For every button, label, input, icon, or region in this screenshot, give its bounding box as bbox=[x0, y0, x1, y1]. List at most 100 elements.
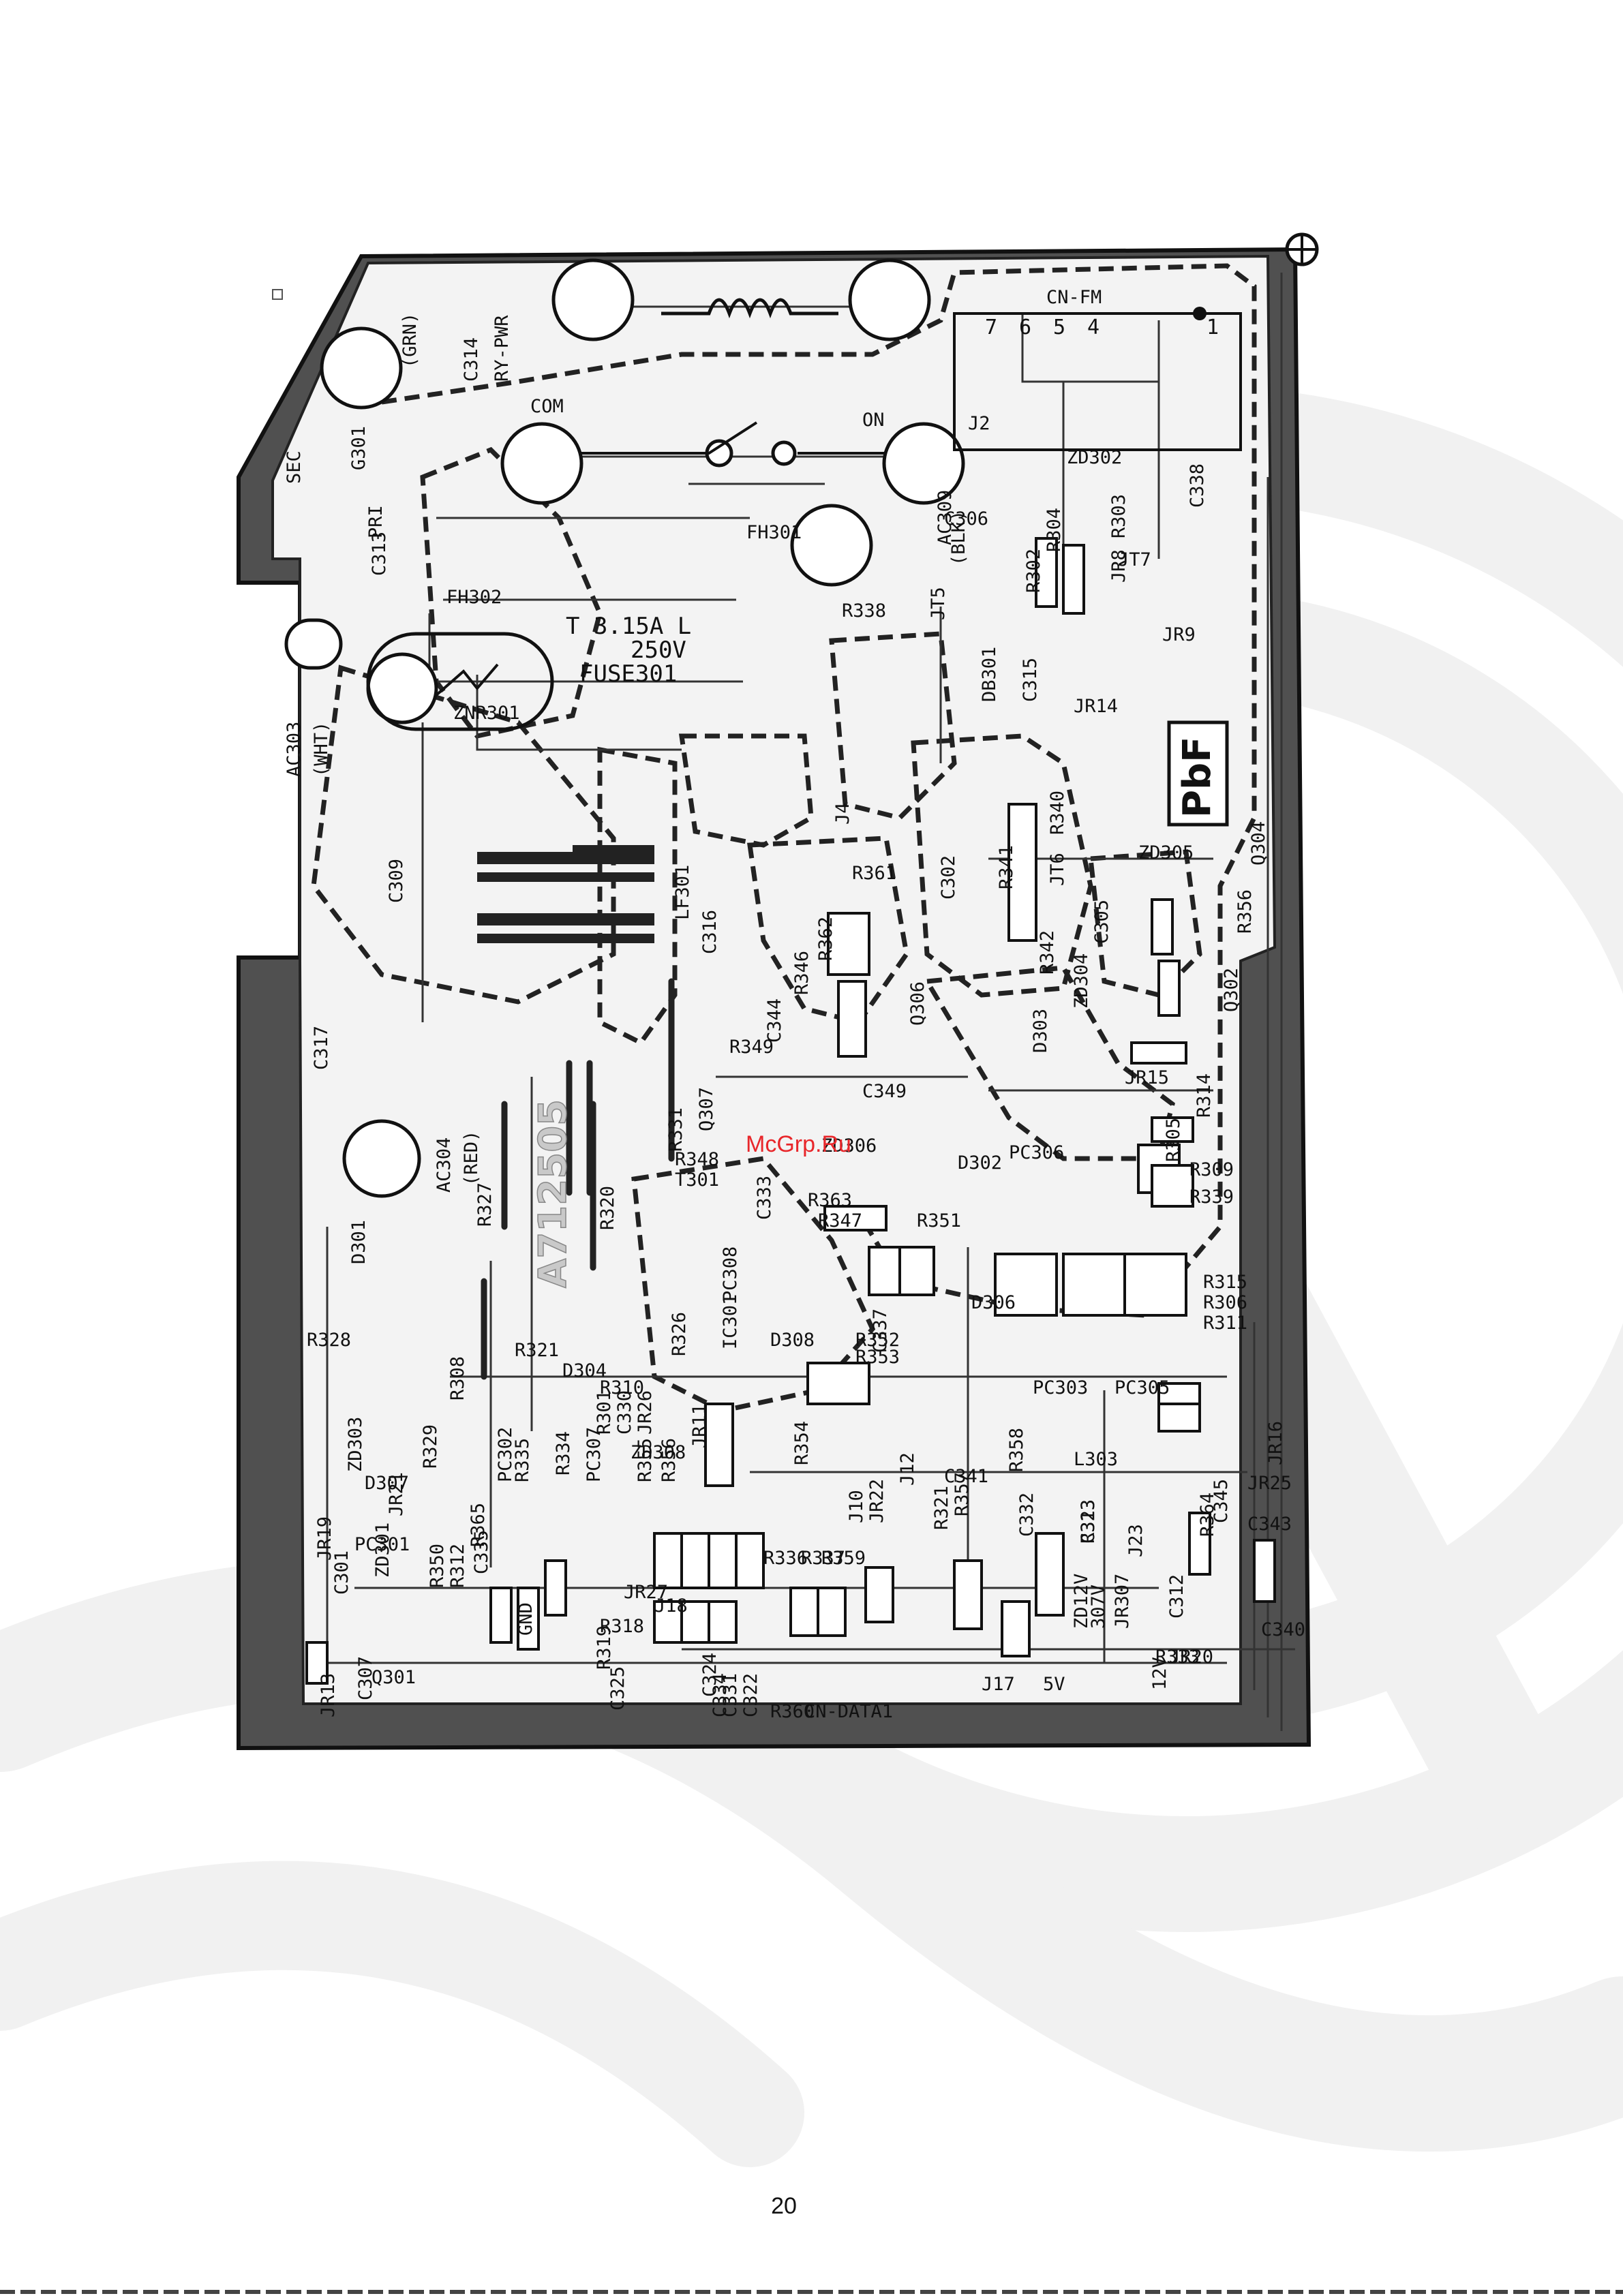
silkscreen-label: ZD308 bbox=[631, 1442, 686, 1463]
silkscreen-label: R338 bbox=[842, 600, 886, 622]
silkscreen-label: ZD12V bbox=[1071, 1574, 1092, 1629]
component-pad bbox=[708, 1532, 738, 1589]
silkscreen-label: AC309 bbox=[935, 490, 956, 545]
silkscreen-label: R328 bbox=[307, 1330, 351, 1351]
silkscreen-label: R315 bbox=[1203, 1272, 1247, 1293]
silkscreen-label: R334 bbox=[553, 1431, 574, 1475]
silkscreen-label: R351 bbox=[917, 1210, 961, 1231]
silkscreen-label: C335 bbox=[471, 1530, 492, 1574]
silkscreen-label: R310 bbox=[600, 1377, 644, 1398]
silkscreen-label: PC301 bbox=[354, 1534, 410, 1555]
silkscreen-label: CN-DATA1 bbox=[804, 1701, 893, 1722]
component-pad bbox=[1035, 537, 1058, 608]
silkscreen-label: R355 bbox=[635, 1438, 656, 1482]
silkscreen-label: R309 bbox=[1189, 1159, 1234, 1180]
component-pad bbox=[1035, 1532, 1065, 1617]
silkscreen-label: C340 bbox=[1261, 1619, 1305, 1640]
silkscreen-label: C330 bbox=[614, 1390, 635, 1435]
component-pad bbox=[1123, 1253, 1187, 1317]
silkscreen-label: JR25 bbox=[1247, 1473, 1292, 1494]
silkscreen-label: R339 bbox=[1189, 1187, 1234, 1208]
component-pad bbox=[1151, 1116, 1194, 1143]
silkscreen-label: R305 bbox=[1163, 1118, 1184, 1162]
silkscreen-label: C313 bbox=[369, 532, 390, 576]
svg-text:250V: 250V bbox=[631, 637, 686, 664]
silkscreen-label: (BLK) bbox=[948, 510, 969, 566]
silkscreen-label: JT6 bbox=[1047, 853, 1068, 886]
silkscreen-label: J10 bbox=[846, 1490, 867, 1523]
site-watermark-text: McGrp.Ru bbox=[746, 1131, 851, 1157]
component-pad bbox=[1062, 1253, 1126, 1317]
silkscreen-label: ZD303 bbox=[345, 1417, 366, 1472]
silkscreen-label: C316 bbox=[699, 910, 721, 954]
silkscreen-label: R336 bbox=[763, 1548, 808, 1569]
silkscreen-label: R360 bbox=[770, 1701, 815, 1722]
component-pad bbox=[1253, 1539, 1276, 1603]
silkscreen-label: R303 bbox=[1108, 494, 1129, 538]
svg-text:1: 1 bbox=[1207, 316, 1219, 339]
silkscreen-label: J2 bbox=[968, 413, 990, 434]
silkscreen-label: JR14 bbox=[1074, 696, 1118, 717]
silkscreen-label: R313 bbox=[1078, 1499, 1099, 1544]
silkscreen-label: JT7 bbox=[1118, 549, 1151, 570]
component-pad bbox=[305, 1641, 329, 1685]
silkscreen-label: Q306 bbox=[907, 981, 928, 1026]
silkscreen-label: Q302 bbox=[1221, 968, 1242, 1012]
silkscreen-label: C323 bbox=[1078, 1499, 1099, 1544]
bottom-dashed-rule bbox=[0, 2290, 1623, 2294]
silkscreen-label: C309 bbox=[386, 859, 407, 903]
silkscreen-label: C306 bbox=[944, 508, 988, 530]
silkscreen-label: C317 bbox=[311, 1026, 332, 1070]
silkscreen-label: R363 bbox=[808, 1190, 852, 1211]
silkscreen-label: PC308 bbox=[720, 1246, 741, 1302]
silkscreen-label: PC302 bbox=[495, 1427, 516, 1482]
svg-text:T 3.15A L: T 3.15A L bbox=[566, 613, 691, 640]
silkscreen-label: R350 bbox=[427, 1544, 448, 1588]
silkscreen-label: JR20 bbox=[1169, 1647, 1213, 1668]
component-pad bbox=[1151, 898, 1174, 955]
silkscreen-label: C302 bbox=[938, 855, 959, 900]
silkscreen-label: PC307 bbox=[583, 1427, 605, 1482]
silkscreen-label: R308 bbox=[447, 1356, 468, 1400]
silkscreen-label: R358 bbox=[1006, 1428, 1027, 1472]
pbf-mark-box bbox=[1167, 720, 1229, 827]
fuse-rating-text: T 3.15A L 250V FUSE301 bbox=[566, 613, 691, 688]
component-pad bbox=[704, 1403, 734, 1487]
silkscreen-label: LF301 bbox=[672, 865, 693, 920]
silkscreen-label: J4 bbox=[832, 802, 853, 825]
component-pad bbox=[827, 912, 870, 976]
silkscreen-label: R311 bbox=[1203, 1313, 1247, 1334]
silkscreen-label: J18 bbox=[654, 1595, 688, 1617]
silkscreen-label: R347 bbox=[818, 1210, 862, 1231]
silkscreen-label: C334 bbox=[710, 1673, 731, 1717]
silkscreen-label: T301 bbox=[675, 1169, 719, 1191]
svg-text:4: 4 bbox=[1087, 316, 1099, 339]
silkscreen-label: (GRN) bbox=[399, 313, 421, 368]
silkscreen-label: C349 bbox=[862, 1081, 907, 1102]
component-pad bbox=[837, 980, 867, 1058]
transformer-core bbox=[477, 845, 654, 943]
silkscreen-label: JR16 bbox=[1265, 1421, 1286, 1465]
large-pads bbox=[284, 258, 965, 1198]
silkscreen-label: R359 bbox=[821, 1548, 866, 1569]
silkscreen-label: G301 bbox=[348, 426, 369, 470]
silkscreen-label: C337 bbox=[870, 1308, 891, 1353]
page-number: 20 bbox=[771, 2193, 797, 2219]
silkscreen-label: R302 bbox=[1023, 549, 1044, 593]
silkscreen-label: D303 bbox=[1030, 1009, 1051, 1053]
silkscreen-label: JT5 bbox=[928, 587, 949, 620]
silkscreen-label: R340 bbox=[1047, 791, 1068, 835]
silkscreen-label: C332 bbox=[1016, 1493, 1037, 1537]
silkscreen-label: JR11 bbox=[689, 1404, 710, 1448]
component-pads bbox=[305, 537, 1276, 1685]
silkscreen-label: R356 bbox=[658, 1438, 680, 1482]
component-pad bbox=[817, 1587, 847, 1637]
silkscreen-label: FH302 bbox=[446, 587, 502, 608]
silkscreen-label: C325 bbox=[607, 1666, 628, 1711]
silkscreen-label: D306 bbox=[971, 1292, 1016, 1313]
silkscreen-label: C338 bbox=[1187, 463, 1208, 508]
silkscreen-label: C305 bbox=[1091, 900, 1112, 944]
silkscreen-label: Q304 bbox=[1248, 821, 1269, 866]
silkscreen-label: GND bbox=[515, 1602, 536, 1636]
silkscreen-label: JR19 bbox=[314, 1516, 335, 1561]
